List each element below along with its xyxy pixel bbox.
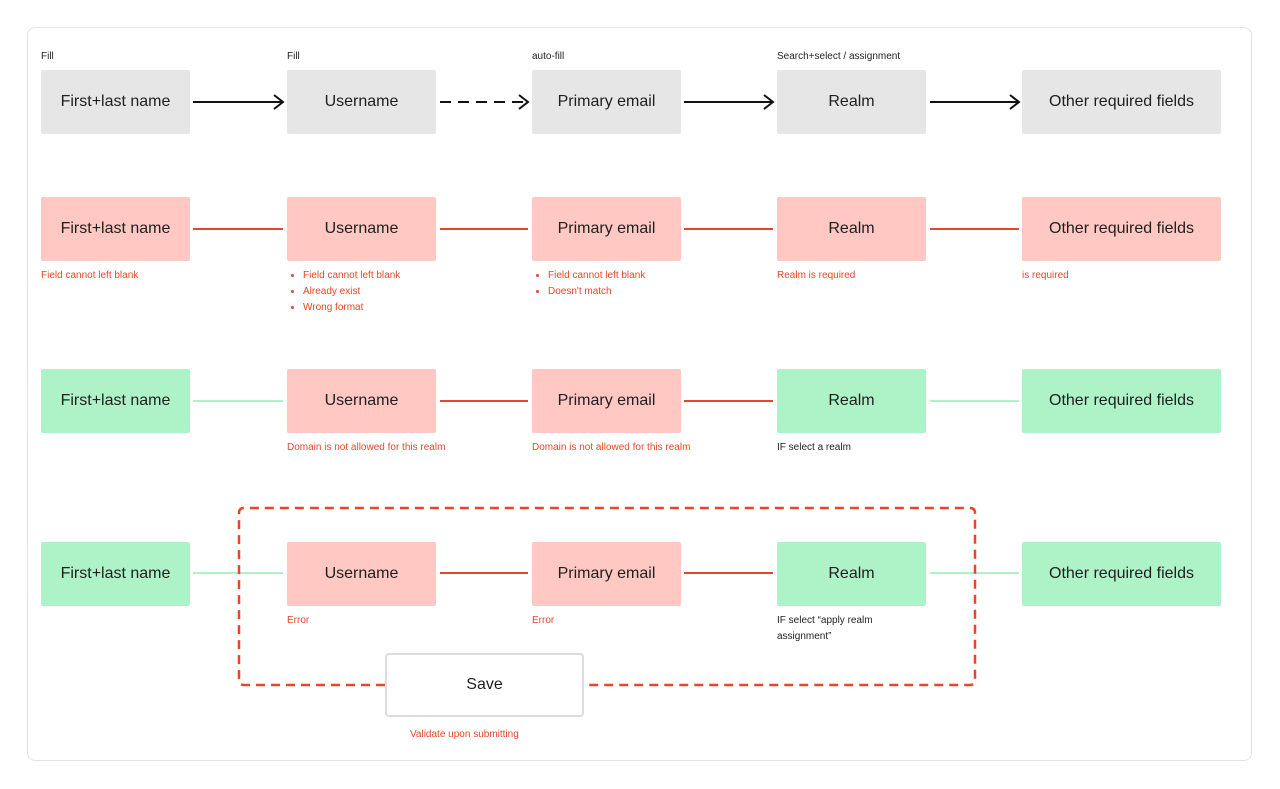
row3-username-note: Domain is not allowed for this realm	[287, 442, 446, 453]
row3-realm-box: Realm	[777, 369, 926, 433]
error-item: Already exist	[303, 284, 400, 300]
row3-email-box: Primary email	[532, 369, 681, 433]
row1-realm-box: Realm	[777, 70, 926, 134]
row4-other-box: Other required fields	[1022, 542, 1221, 606]
save-note: Validate upon submitting	[410, 729, 519, 740]
error-item: Field cannot left blank	[548, 268, 645, 284]
row3-name-box: First+last name	[41, 369, 190, 433]
row4-realm-note: IF select “apply realm assignment”	[777, 615, 873, 642]
caption-auto-fill-email: auto-fill	[532, 51, 565, 62]
row2-email-error-list: Field cannot left blank Doesn't match	[532, 268, 645, 300]
caption-search-select-realm: Search+select / assignment	[777, 51, 901, 62]
row2-email-box: Primary email	[532, 197, 681, 261]
row2-name-box: First+last name	[41, 197, 190, 261]
row3-username-box: Username	[287, 369, 436, 433]
error-item: Doesn't match	[548, 284, 645, 300]
row4-realm-box: Realm	[777, 542, 926, 606]
row3-email-note: Domain is not allowed for this realm	[532, 442, 691, 453]
row4-email-box: Primary email	[532, 542, 681, 606]
save-button[interactable]: Save	[385, 653, 584, 717]
row1-username-box: Username	[287, 70, 436, 134]
row4-username-note: Error	[287, 615, 310, 626]
caption-fill-username: Fill	[287, 51, 300, 62]
row2-name-error: Field cannot left blank	[41, 270, 139, 281]
row2-realm-box: Realm	[777, 197, 926, 261]
row4-name-box: First+last name	[41, 542, 190, 606]
row3-other-box: Other required fields	[1022, 369, 1221, 433]
row4-email-note: Error	[532, 615, 555, 626]
row3-realm-note: IF select a realm	[777, 442, 851, 453]
row2-other-box: Other required fields	[1022, 197, 1221, 261]
error-item: Field cannot left blank	[303, 268, 400, 284]
row2-realm-error: Realm is required	[777, 270, 856, 281]
row1-other-box: Other required fields	[1022, 70, 1221, 134]
row1-name-box: First+last name	[41, 70, 190, 134]
row2-username-error-list: Field cannot left blank Already exist Wr…	[287, 268, 400, 316]
error-item: Wrong format	[303, 300, 400, 316]
row1-email-box: Primary email	[532, 70, 681, 134]
row2-username-box: Username	[287, 197, 436, 261]
row2-other-error: is required	[1022, 270, 1069, 281]
caption-fill-name: Fill	[41, 51, 54, 62]
row4-username-box: Username	[287, 542, 436, 606]
